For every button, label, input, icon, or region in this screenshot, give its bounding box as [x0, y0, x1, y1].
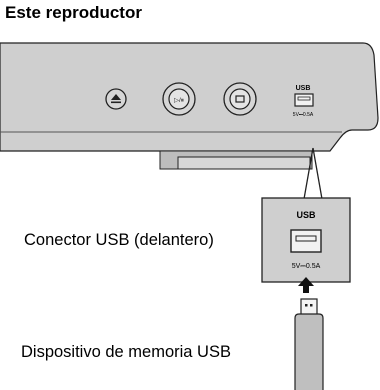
callout-lines	[303, 147, 323, 200]
usb-memory-device	[294, 298, 324, 390]
detail-usb-rating: 5V⎓0.5A	[292, 263, 321, 270]
insert-arrow-icon	[298, 277, 314, 293]
disc-tray	[159, 150, 313, 170]
stop-button[interactable]	[223, 82, 257, 116]
detail-usb-port-icon	[290, 229, 322, 253]
eject-icon	[111, 94, 121, 104]
stop-icon	[235, 95, 245, 103]
play-pause-button[interactable]: ▷/⏸	[162, 82, 196, 116]
player-usb-label: USB	[296, 85, 311, 92]
eject-button[interactable]	[105, 88, 127, 110]
player-usb-port[interactable]: USB 5V⎓0.5A	[293, 85, 314, 118]
play-pause-icon: ▷/⏸	[174, 97, 184, 104]
usb-connector-label: Conector USB (delantero)	[24, 231, 214, 249]
usb-detail-box: USB 5V⎓0.5A	[261, 197, 351, 283]
player-usb-rating: 5V⎓0.5A	[293, 112, 314, 118]
detail-usb-label: USB	[296, 210, 316, 220]
usb-device-label: Dispositivo de memoria USB	[21, 343, 231, 361]
page-title: Este reproductor	[5, 3, 142, 22]
